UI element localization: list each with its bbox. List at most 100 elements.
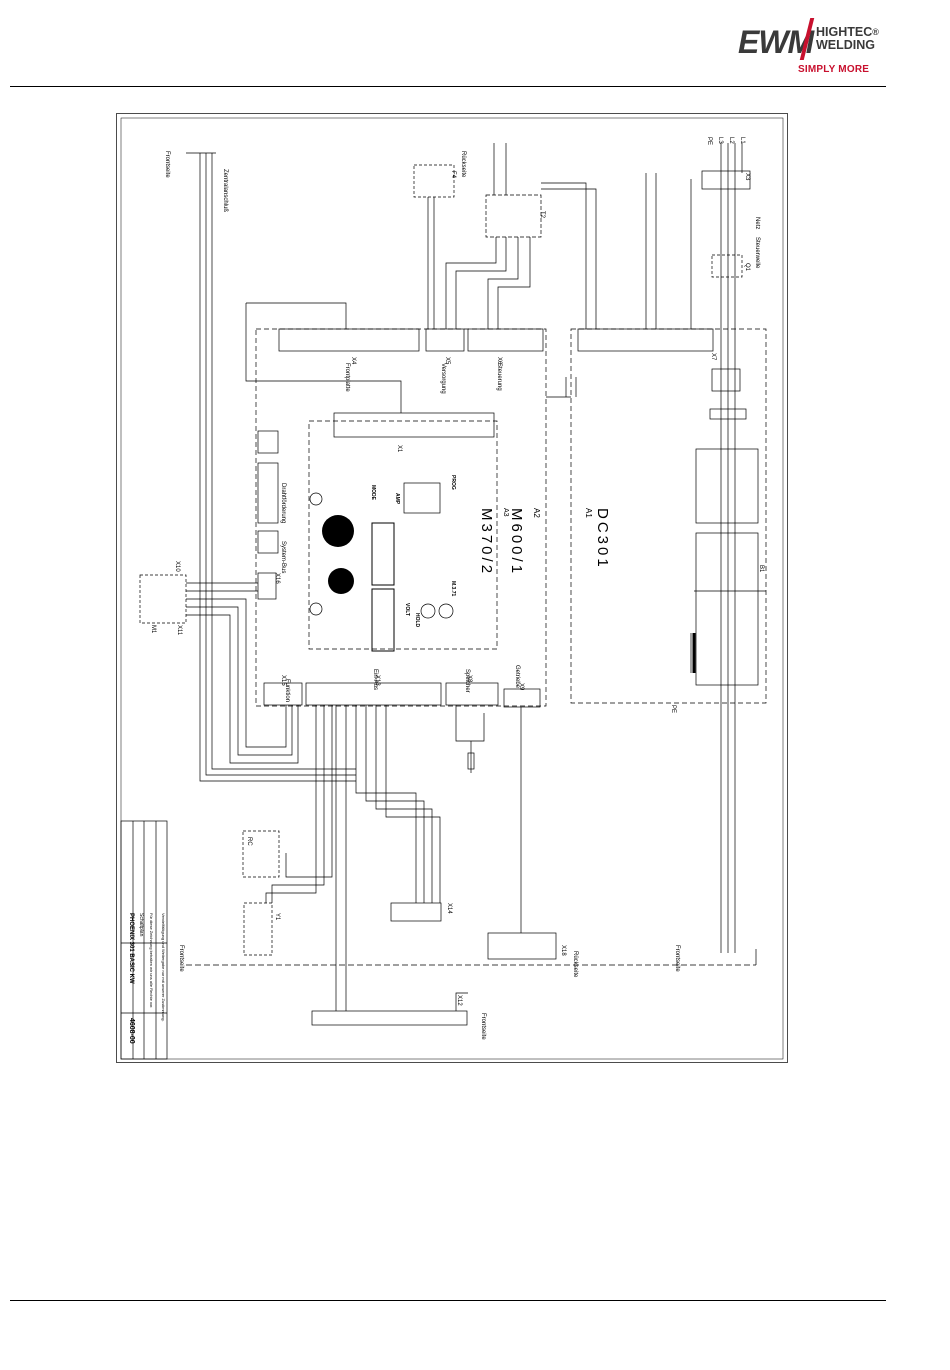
svg-text:10: 10: [786, 607, 788, 613]
svg-text:11: 11: [786, 659, 788, 664]
connector-x4-body: [278, 328, 420, 352]
svg-text:3: 3: [786, 243, 788, 246]
fuse-f4: [413, 164, 455, 198]
label-mains-l1: L1: [739, 137, 745, 144]
label-x1: X1: [396, 445, 402, 453]
label-mains-l2: L2: [728, 137, 734, 144]
label-f4: F4: [450, 171, 456, 179]
logo-hightec-welding: HIGHTEC® WELDING: [816, 26, 879, 52]
label-versorgung: Versorgung: [440, 363, 446, 394]
svg-text:8: 8: [786, 503, 788, 506]
svg-text:5: 5: [786, 347, 788, 350]
label-x3: X3: [744, 173, 750, 181]
logo-hightec: HIGHTEC: [816, 25, 873, 39]
label-steuerung: Steuerung: [496, 363, 502, 391]
label-x7: X7: [710, 353, 716, 361]
header-rule: [10, 86, 886, 87]
label-funktion: Funktion: [284, 679, 290, 702]
svg-text:14: 14: [786, 815, 788, 821]
ewm-logo: EWM HIGHTEC® WELDING SIMPLY MORE: [736, 16, 886, 78]
panel-m371: M.3.71: [450, 581, 456, 597]
connector-x5-body: [425, 328, 465, 352]
switch-q1: [711, 254, 743, 278]
label-x8: X8: [466, 675, 472, 683]
schematic-inner-border: [120, 117, 784, 1060]
knob-right-icon: [328, 568, 354, 594]
a1-name: DC301: [594, 508, 611, 570]
svg-text:18: 18: [786, 1023, 788, 1029]
svg-text:7: 7: [786, 451, 788, 454]
svg-text:16: 16: [786, 919, 788, 925]
grid-rows: 1 2 3 4 5 6 7 8 9 10 11 12 13 14 15 16 1…: [786, 139, 788, 1029]
svg-text:9: 9: [786, 555, 788, 558]
label-frontplatte: Frontplatte: [344, 363, 350, 392]
label-ein-aus: Ein-Aus: [372, 669, 378, 690]
label-steuerwelle: Steuerwelle: [754, 237, 760, 269]
label-b1: B1: [758, 565, 764, 573]
svg-text:4: 4: [786, 295, 788, 298]
connector-x12-body: [311, 1010, 468, 1026]
panel-hold: HOLD: [414, 613, 420, 628]
label-x11: X11: [176, 625, 182, 636]
label-speicher: Speicher: [464, 669, 470, 693]
label-mains-pe: PE: [706, 137, 712, 145]
svg-text:17: 17: [786, 971, 788, 977]
panel-mode: MODE: [370, 485, 376, 501]
label-getriebe: Getriebe: [514, 665, 520, 689]
label-y1: Y1: [274, 913, 280, 921]
label-x18: X18: [560, 945, 566, 956]
label-m1: M1: [150, 625, 156, 634]
titleblock-note-2: Vervielfältigung und Weitergabe nur mit …: [161, 913, 166, 1022]
svg-text:6: 6: [786, 399, 788, 402]
label-rueckseite-bottom: Rückseite: [572, 951, 578, 978]
connector-x14-body: [390, 902, 442, 922]
label-x16: X16: [274, 573, 280, 584]
label-pe: PE: [670, 705, 676, 713]
logo-tagline: SIMPLY MORE: [798, 64, 870, 75]
label-x14: X14: [446, 903, 452, 914]
connector-x9-body: [503, 688, 541, 708]
knob-left-icon: [322, 515, 354, 547]
svg-text:2: 2: [786, 191, 788, 194]
label-x4: X4: [350, 357, 356, 365]
label-x6: X6: [496, 357, 502, 365]
logo-registered: ®: [872, 27, 879, 37]
titleblock-subtitle: Schaltplan: [138, 913, 144, 937]
panel-prog: PROG: [450, 475, 456, 490]
label-system-bus: System-Bus: [280, 541, 286, 573]
footer-rule: [10, 1300, 886, 1301]
label-mains-l3: L3: [717, 137, 723, 144]
connector-x7-body: [577, 328, 714, 352]
svg-text:1: 1: [786, 139, 788, 142]
connector-x13-body: [305, 682, 442, 706]
label-t2: T2: [539, 211, 545, 219]
svg-text:15: 15: [786, 867, 788, 873]
panel-controls: [309, 482, 454, 652]
panel-amp: AMP: [394, 493, 400, 505]
label-frontseite-top: Frontseite: [164, 151, 170, 178]
titleblock-drawing-no: 4608-00: [128, 1018, 135, 1044]
label-zentralanschluss: Zentralanschluß: [222, 169, 228, 212]
connector-x10-body: [139, 574, 187, 624]
titleblock-title: PHOENIX 301 BASIC KW: [128, 913, 134, 984]
connector-x8-body: [445, 682, 499, 706]
wiring-schematic: A1 DC301 A2 M600/1 A3 M370/2 X1 X4 X5 X6…: [116, 113, 788, 1063]
a1-ref: A1: [584, 508, 593, 518]
svg-text:13: 13: [786, 763, 788, 769]
label-drahtfoerderung: Drahtförderung: [280, 483, 286, 523]
label-x13: X13: [374, 675, 380, 686]
label-x15: X15: [280, 675, 286, 686]
trafo-t2: [485, 194, 542, 238]
logo-welding: WELDING: [816, 38, 876, 52]
label-x9: X9: [518, 683, 524, 691]
rc-element: [242, 830, 280, 878]
connector-x3-body: [701, 170, 751, 190]
label-frontseite-x12: Frontseite: [480, 1013, 486, 1040]
titleblock-note-1: Für diese Zeichnung behalten wir uns all…: [149, 913, 154, 1008]
a3-ref: A3: [502, 508, 509, 517]
label-netz: Netz: [754, 217, 760, 229]
label-frontseite-left: Frontseite: [178, 945, 184, 972]
label-rueckseite-top: Rückseite: [460, 151, 466, 178]
connector-x6-body: [467, 328, 544, 352]
connector-x15-body: [263, 682, 303, 706]
